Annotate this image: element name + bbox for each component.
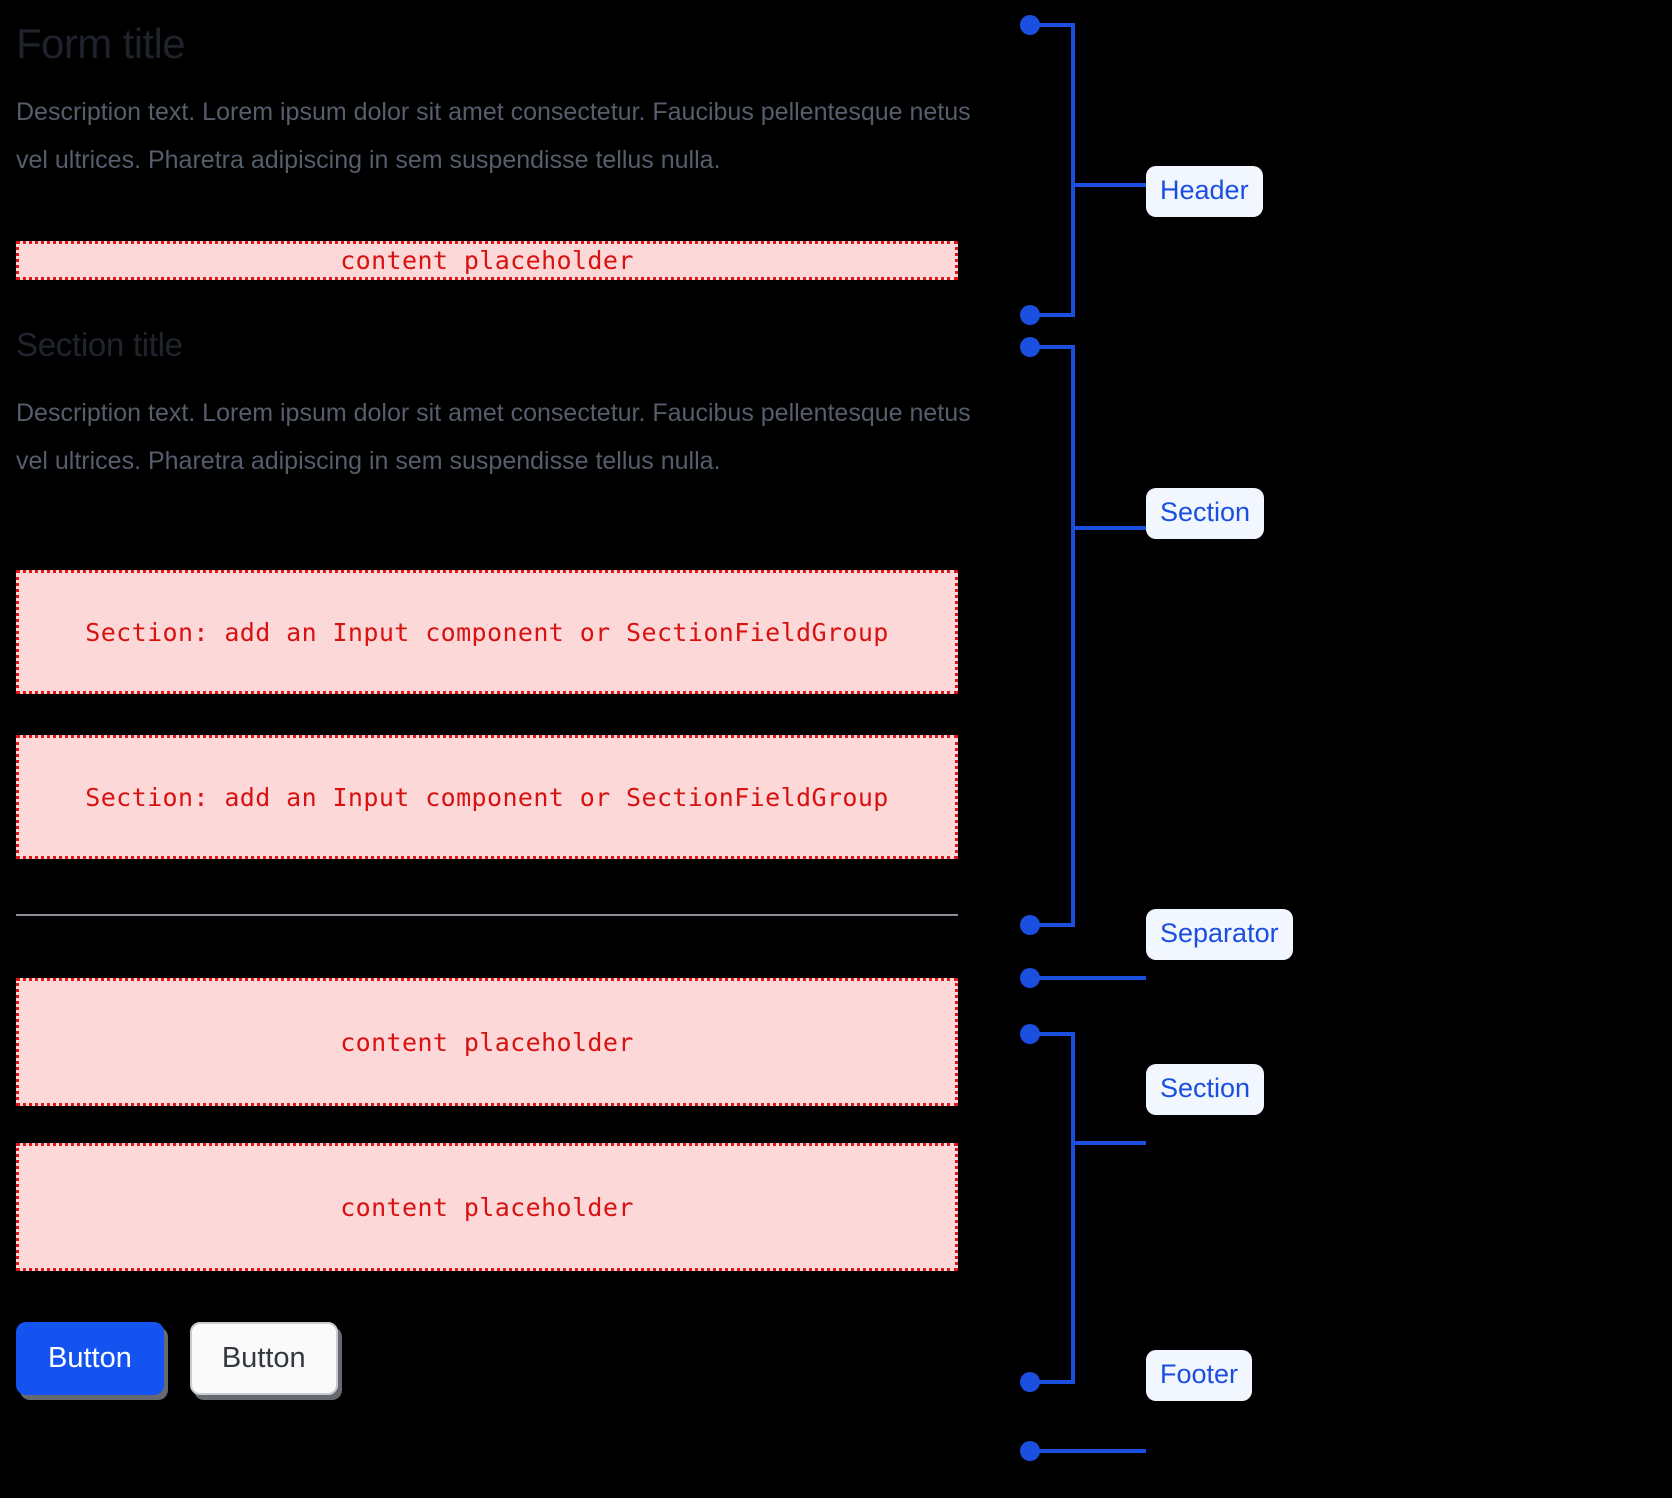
secondary-button[interactable]: Button	[189, 1322, 338, 1395]
header-placeholder-label: content placeholder	[340, 246, 634, 275]
bottom-section-placeholder-1: content placeholder	[16, 978, 958, 1106]
section-description: Description text. Lorem ipsum dolor sit …	[16, 399, 971, 475]
form-separator	[16, 914, 958, 916]
section-top-bracket	[1030, 345, 1075, 927]
bottom-section-placeholder-2: content placeholder	[16, 1143, 958, 1271]
form-footer: Button Button	[16, 1322, 338, 1395]
form-title: Form title	[16, 20, 186, 67]
annotation-label-footer[interactable]: Footer	[1146, 1350, 1253, 1401]
bottom-section-placeholder-2-label: content placeholder	[340, 1192, 634, 1222]
section-field-placeholder-1: Section: add an Input component or Secti…	[16, 570, 958, 694]
section-bottom-bracket	[1030, 1032, 1075, 1384]
bottom-section-placeholder-1-label: content placeholder	[340, 1027, 634, 1057]
form-description: Description text. Lorem ipsum dolor sit …	[16, 98, 971, 174]
primary-button[interactable]: Button	[16, 1322, 164, 1395]
section-field-placeholder-2-label: Section: add an Input component or Secti…	[85, 782, 889, 812]
annotation-label-section-bottom[interactable]: Section	[1146, 1064, 1265, 1115]
annotation-label-separator[interactable]: Separator	[1146, 909, 1293, 960]
section-field-placeholder-2: Section: add an Input component or Secti…	[16, 735, 958, 859]
section-field-placeholder-1-label: Section: add an Input component or Secti…	[85, 617, 889, 647]
header-bracket	[1030, 23, 1075, 317]
annotation-label-section-top[interactable]: Section	[1146, 488, 1265, 539]
header-content-placeholder: content placeholder	[16, 241, 958, 280]
form-container: Form title Description text. Lorem ipsum…	[16, 0, 1036, 1498]
section-title: Section title	[16, 326, 183, 363]
annotation-label-header[interactable]: Header	[1146, 166, 1263, 217]
